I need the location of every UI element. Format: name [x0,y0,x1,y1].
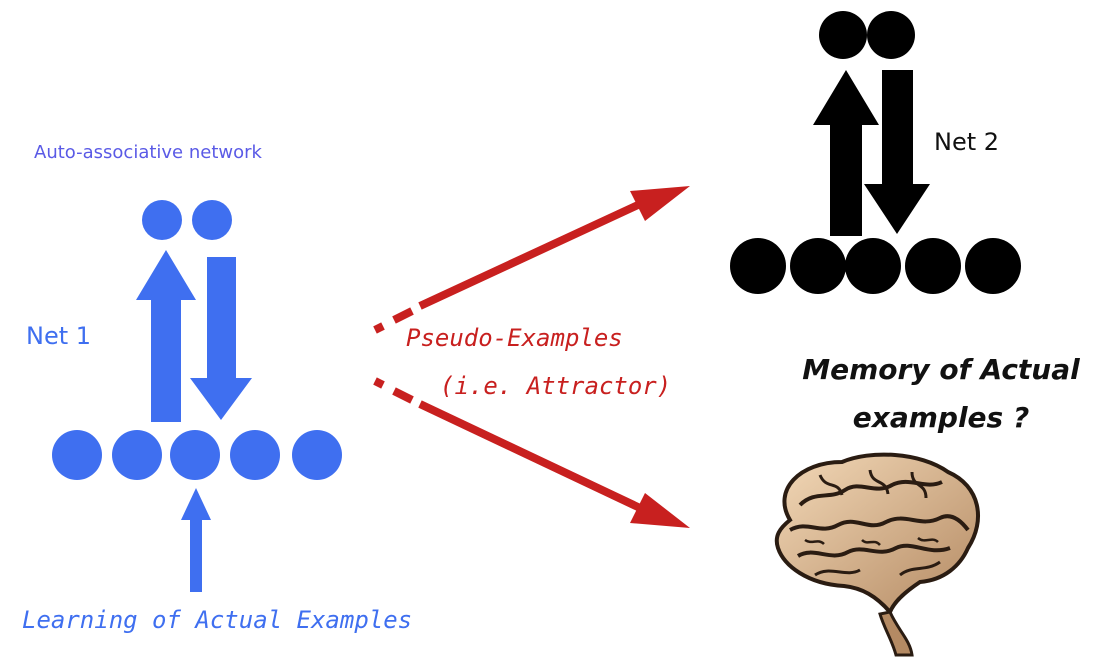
net2-output-node-1 [819,11,867,59]
upper-arrow-dash-1 [373,322,385,334]
net2-down-arrow [864,70,930,234]
net1-output-node-2 [192,200,232,240]
net1-input-node-3 [170,430,220,480]
net2-up-arrow [813,70,879,236]
attractor-label: (i.e. Attractor) [440,372,672,400]
net2-output-node-2 [867,11,915,59]
auto-associative-network-label: Auto-associative network [34,142,262,163]
lower-arrow-head [630,493,690,528]
net1-input-node-4 [230,430,280,480]
brain-icon [774,452,981,657]
net2-input-node-1 [730,238,786,294]
net2 [730,11,1021,294]
net2-input-node-4 [905,238,961,294]
memory-question-label: Memory of Actual examples ? [802,353,1080,434]
upper-arrow-head [630,186,690,221]
pseudo-example-arrows [373,186,690,528]
net2-label: Net 2 [934,128,1000,156]
net2-input-node-3 [845,238,901,294]
learning-label: Learning of Actual Examples [22,606,413,634]
net1-label: Net 1 [26,322,92,350]
net2-input-node-5 [965,238,1021,294]
net1-input-node-5 [292,430,342,480]
upper-arrow-dash-2 [392,307,414,324]
net2-input-node-2 [790,238,846,294]
net1 [52,200,342,592]
net1-input-node-1 [52,430,102,480]
net1-down-arrow [190,257,252,420]
net1-up-arrow [136,250,196,422]
lower-arrow-dash-1 [373,377,385,389]
pseudo-examples-label: Pseudo-Examples [406,324,623,352]
upper-arrow-shaft [418,200,642,310]
learning-input-arrow [181,488,211,592]
net1-output-node-1 [142,200,182,240]
lower-arrow-shaft [418,400,642,512]
net1-input-node-2 [112,430,162,480]
lower-arrow-dash-2 [392,387,414,404]
